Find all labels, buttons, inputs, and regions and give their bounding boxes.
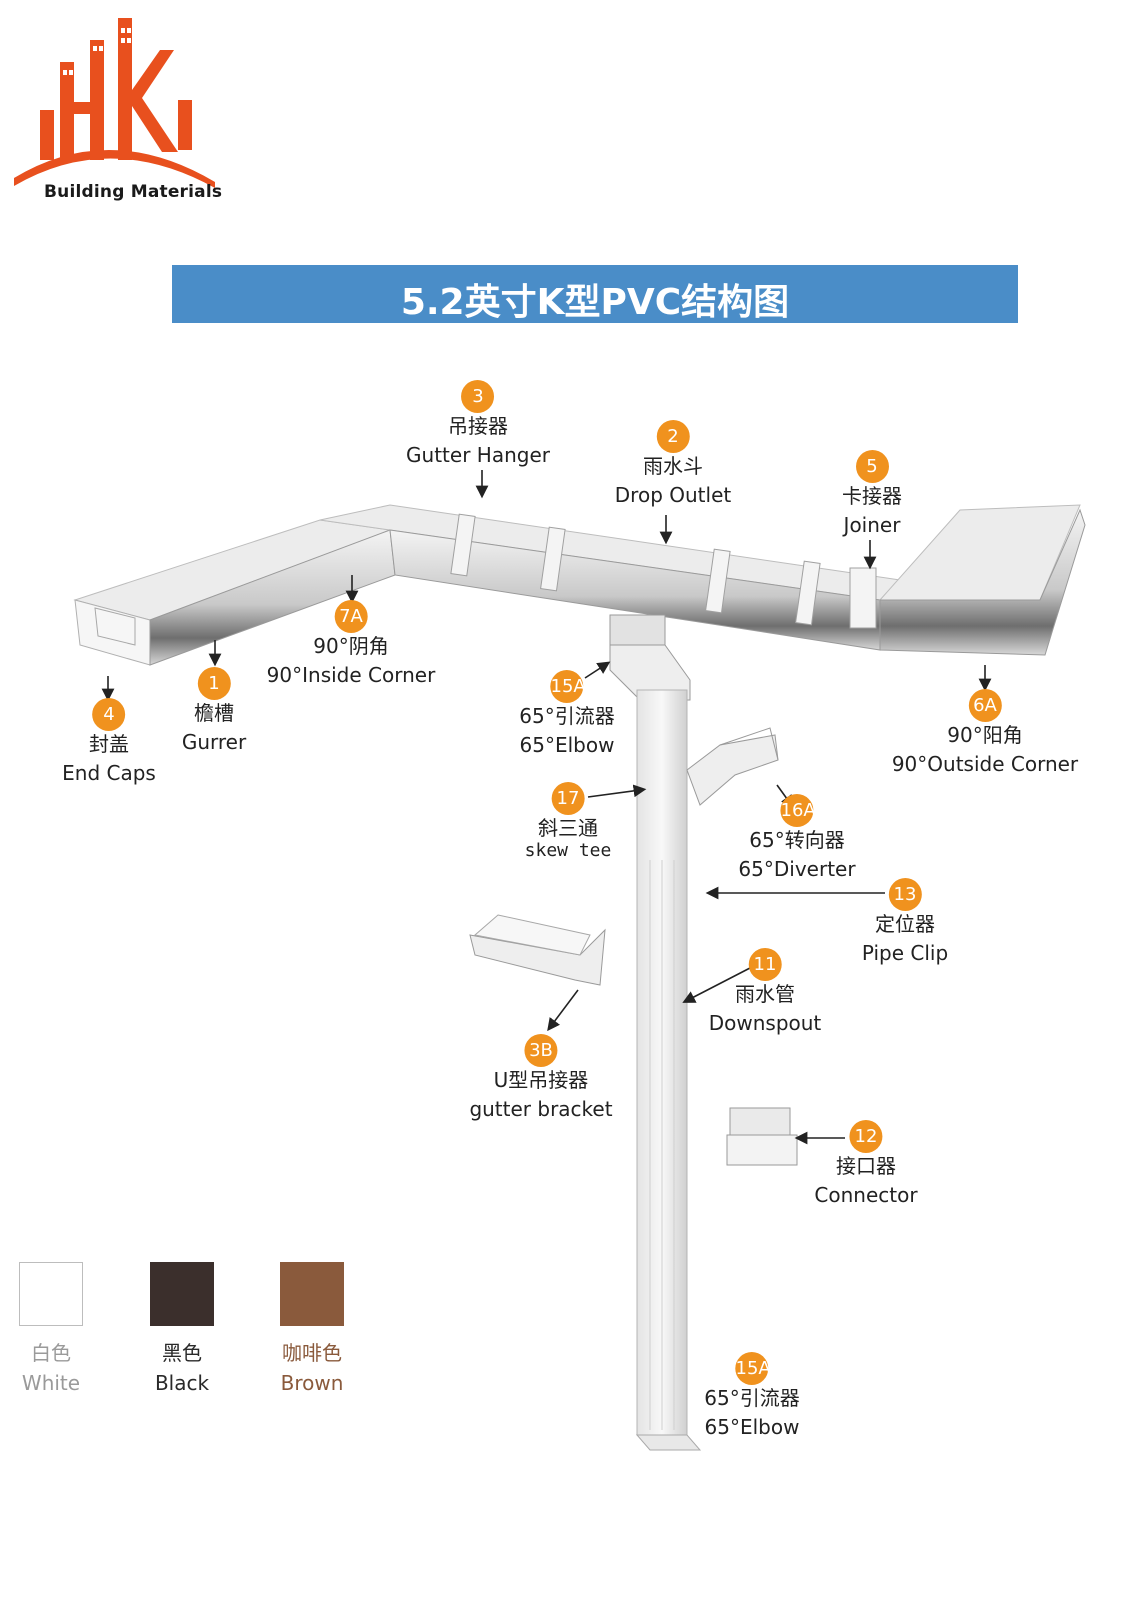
badge-number: 2: [656, 420, 690, 453]
callout-gutter: 1 檐槽 Gurrer: [182, 667, 246, 757]
label-cn: 吊接器: [448, 414, 508, 438]
swatch-brown: 咖啡色 Brown: [267, 1262, 357, 1398]
gutter-right-run: [878, 504, 1086, 656]
callout-elbow-top: 15A 65°引流器 65°Elbow: [519, 670, 615, 760]
callout-gutter-hanger: 3 吊接器 Gutter Hanger: [406, 380, 550, 470]
swatch-label-en: Brown: [280, 1371, 344, 1395]
callout-elbow-bottom: 15A 65°引流器 65°Elbow: [704, 1352, 800, 1442]
label-en: 90°Inside Corner: [266, 663, 436, 687]
color-chip-brown: [280, 1262, 344, 1326]
label-cn: 65°转向器: [749, 828, 845, 852]
label-cn: 90°阴角: [313, 634, 389, 658]
label-en: 65°Elbow: [704, 1415, 800, 1439]
label-en: Gutter Hanger: [406, 443, 550, 467]
label-en: Downspout: [708, 1011, 822, 1035]
label-en: 90°Outside Corner: [891, 752, 1079, 776]
badge-number: 17: [551, 782, 585, 815]
downspout-pipe: [635, 689, 702, 1451]
label-cn: 65°引流器: [519, 704, 615, 728]
label-en: Pipe Clip: [861, 941, 949, 965]
callout-diverter: 16A 65°转向器 65°Diverter: [738, 794, 856, 884]
label-cn: 定位器: [875, 912, 935, 936]
label-cn: 接口器: [836, 1154, 896, 1178]
badge-number: 12: [849, 1120, 883, 1153]
label-cn: 65°引流器: [704, 1386, 800, 1410]
callout-end-caps: 4 封盖 End Caps: [62, 698, 156, 788]
callout-drop-outlet: 2 雨水斗 Drop Outlet: [615, 420, 731, 510]
swatch-white: 白色 White: [6, 1262, 96, 1398]
callout-joiner: 5 卡接器 Joiner: [842, 450, 902, 540]
swatch-label-cn: 咖啡色: [282, 1341, 342, 1365]
page-title: 5.2英寸K型PVC结构图: [400, 282, 790, 323]
color-chip-black: [150, 1262, 214, 1326]
badge-number: 13: [888, 878, 922, 911]
connector-part: [726, 1107, 798, 1166]
skew-tee-diverter: [686, 727, 779, 806]
color-chip-white: [19, 1262, 83, 1326]
badge-number: 5: [855, 450, 889, 483]
label-cn: 雨水斗: [643, 454, 703, 478]
badge-number: 4: [92, 698, 126, 731]
company-logo: Building Materials: [10, 10, 225, 202]
label-en: Connector: [814, 1183, 918, 1207]
swatch-label-cn: 黑色: [162, 1341, 202, 1365]
logo-mark: [14, 18, 215, 188]
label-en: 65°Diverter: [738, 857, 856, 881]
callout-pipe-clip: 13 定位器 Pipe Clip: [862, 878, 948, 968]
drop-outlet-elbow: [609, 614, 691, 701]
label-en: 65°Elbow: [519, 733, 615, 757]
logo-text: Building Materials: [44, 182, 223, 202]
badge-number: 6A: [968, 689, 1002, 722]
gutter-hangers: [450, 513, 877, 629]
callout-skew-tee: 17 斜三通 skew tee: [524, 782, 612, 861]
badge-number: 1: [197, 667, 231, 700]
label-cn: 檐槽: [193, 701, 234, 725]
label-cn: U型吊接器: [493, 1068, 589, 1092]
swatch-label-cn: 白色: [31, 1341, 71, 1365]
badge-number: 11: [748, 948, 782, 981]
label-cn: 斜三通: [537, 816, 598, 840]
title-banner: 5.2英寸K型PVC结构图: [172, 265, 1018, 323]
swatch-label-en: Black: [154, 1371, 210, 1395]
swatch-black: 黑色 Black: [137, 1262, 227, 1398]
leader-arrows: [101, 470, 992, 1145]
label-cn: 封盖: [88, 732, 129, 756]
badge-number: 7A: [334, 600, 368, 633]
callout-inside-corner: 7A 90°阴角 90°Inside Corner: [266, 600, 436, 690]
badge-number: 15A: [735, 1352, 771, 1385]
label-en: skew tee: [524, 840, 612, 861]
badge-number: 16A: [780, 794, 816, 827]
callout-downspout: 11 雨水管 Downspout: [708, 948, 822, 1038]
swatch-label-en: White: [21, 1371, 81, 1395]
label-en: Gurrer: [181, 730, 247, 754]
label-en: Drop Outlet: [614, 483, 732, 507]
label-en: End Caps: [62, 761, 156, 785]
callout-outside-corner: 6A 90°阳角 90°Outside Corner: [892, 689, 1078, 779]
u-gutter-bracket: [469, 914, 606, 986]
label-cn: 雨水管: [734, 982, 795, 1006]
label-en: gutter bracket: [469, 1097, 613, 1121]
badge-number: 3: [461, 380, 495, 413]
badge-number: 15A: [550, 670, 586, 703]
label-cn: 卡接器: [842, 484, 902, 508]
callout-connector: 12 接口器 Connector: [814, 1120, 918, 1210]
label-cn: 90°阳角: [947, 723, 1023, 747]
badge-number: 3B: [524, 1034, 558, 1067]
label-en: Joiner: [843, 513, 901, 537]
callout-gutter-bracket: 3B U型吊接器 gutter bracket: [469, 1034, 613, 1124]
